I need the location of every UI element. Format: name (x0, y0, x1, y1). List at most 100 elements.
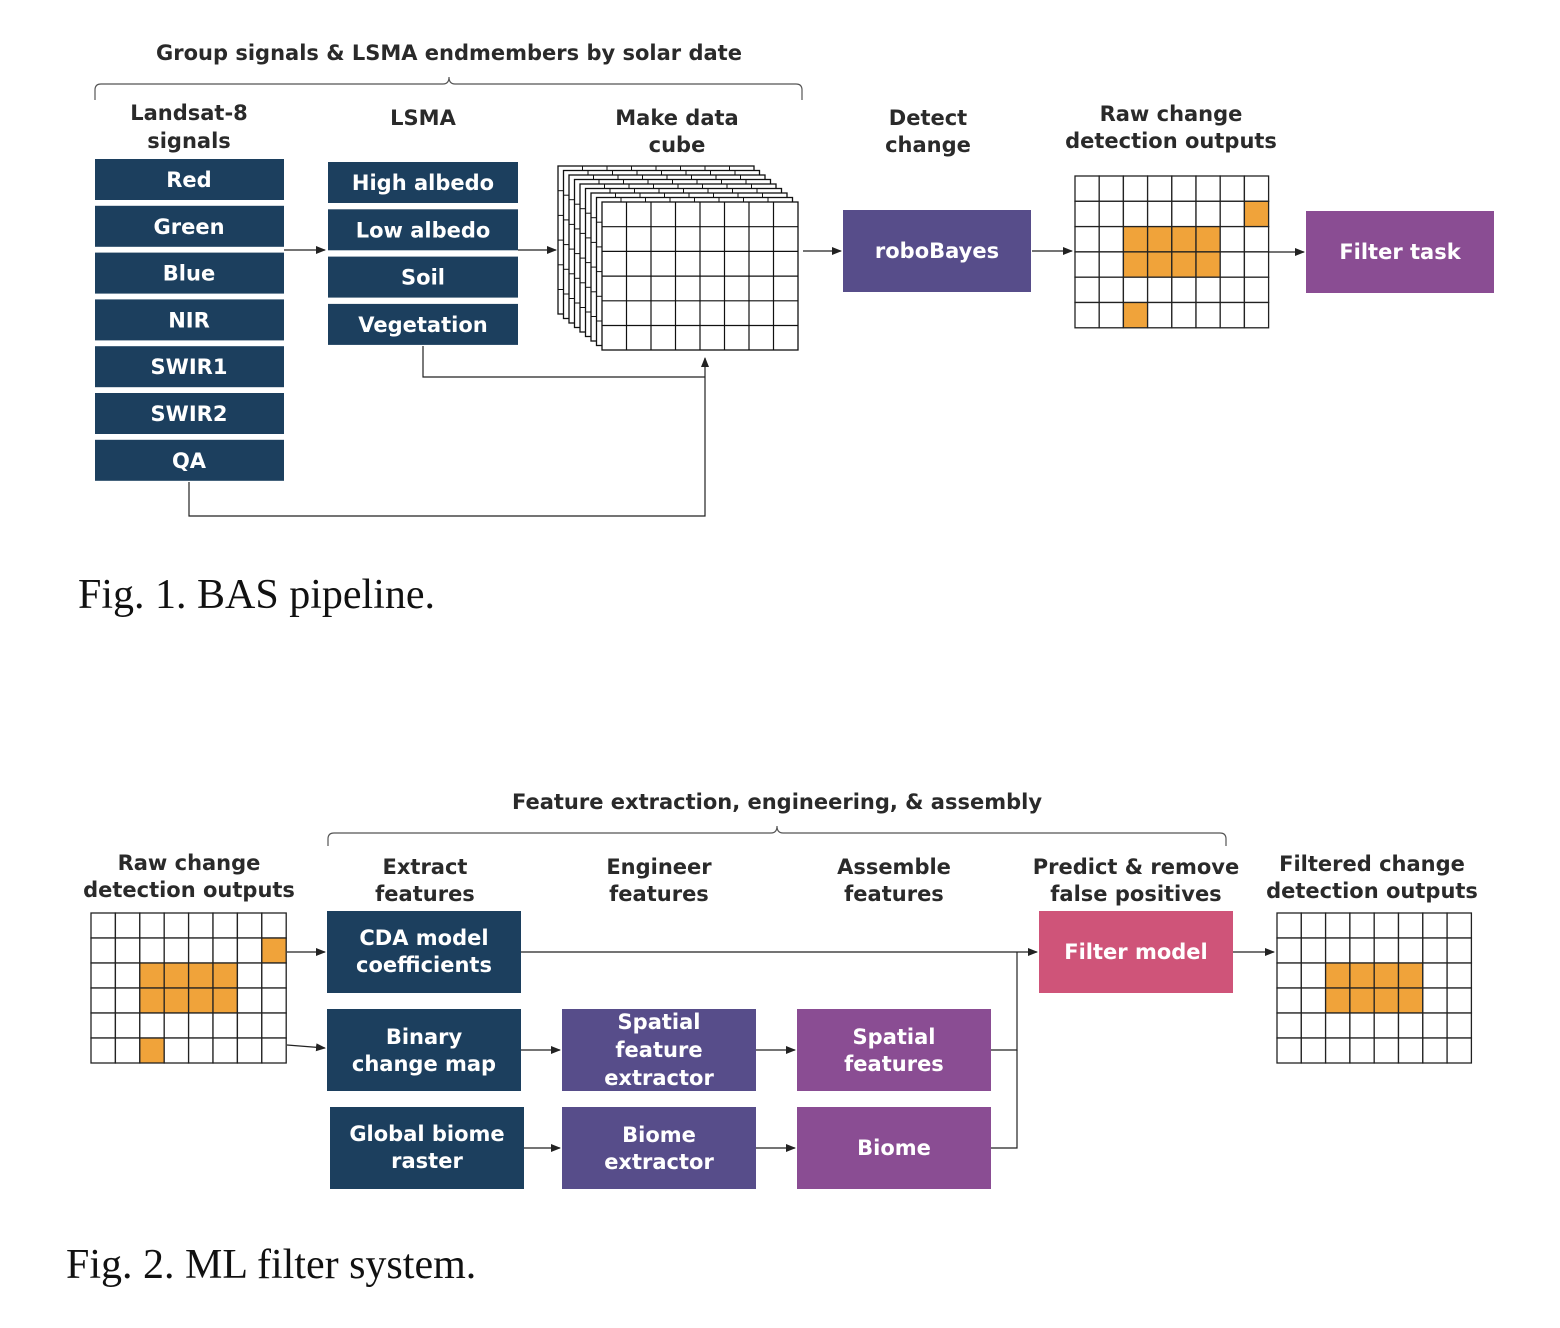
grid-cell (1276, 987, 1302, 1014)
grid-cell-changed (139, 987, 165, 1014)
grid-cell (1373, 912, 1400, 939)
grid-cell-changed (139, 1037, 165, 1064)
grid-cell (114, 912, 141, 939)
grid-cell (1397, 937, 1424, 964)
signal-label: QA (172, 449, 207, 473)
signal-box-red (95, 159, 284, 200)
signal-box-blue (95, 252, 284, 294)
grid-cell (1122, 276, 1149, 304)
grid-cell (1243, 225, 1270, 253)
spatial-feature-extractor-box (562, 1009, 756, 1091)
signal-label: Blue (163, 262, 215, 286)
grid-cell (1243, 175, 1270, 202)
grid-cell-changed (1171, 225, 1197, 253)
grid-cell (1195, 175, 1221, 202)
grid-cell (1300, 912, 1327, 939)
grid-cell (1098, 225, 1125, 253)
filter-task-box (1306, 211, 1494, 293)
grid-cell-changed (1397, 962, 1424, 989)
grid-cell (1300, 1012, 1327, 1039)
grid-cell-changed (1146, 251, 1173, 278)
grid-cell (1276, 1012, 1302, 1039)
grid-cell (90, 987, 117, 1014)
grid-cell-changed (1397, 987, 1424, 1014)
grid-cell (212, 1012, 239, 1039)
grid-cell (1422, 1012, 1448, 1039)
signal-label: Red (166, 168, 211, 192)
filter-model-box (1039, 911, 1233, 993)
grid-cell (261, 962, 287, 989)
grid-cell-changed (139, 962, 165, 989)
grid-cell (1074, 225, 1100, 253)
grid-cell (1446, 937, 1473, 964)
grid-cell (1349, 1012, 1375, 1039)
grid-cell (1324, 937, 1351, 964)
grid-cell (1422, 987, 1448, 1014)
grid-cell (1349, 912, 1375, 939)
grid-cell-changed (1122, 225, 1149, 253)
grid-cell (212, 1037, 239, 1064)
cda-box (327, 911, 521, 993)
grid-cell-changed (1324, 987, 1351, 1014)
grid-cell-changed (212, 962, 239, 989)
grid-cell-changed (163, 962, 190, 989)
grid-cell-changed (1195, 251, 1221, 278)
lsma-box-high-albedo (328, 162, 518, 203)
biome-box (797, 1107, 991, 1189)
grid-cell-changed (212, 987, 239, 1014)
lsma-label: High albedo (352, 171, 494, 195)
grid-cell (1300, 987, 1327, 1014)
grid-cell (139, 1012, 165, 1039)
grid-cell (163, 937, 190, 964)
grid-cell-changed (1122, 301, 1149, 329)
connector-qa-to-cube (188, 357, 709, 517)
grid-cell (1219, 200, 1246, 228)
grid-cell (261, 1012, 287, 1039)
grid-cell (114, 987, 141, 1014)
grid-cell (236, 987, 263, 1014)
robobayes-box (843, 210, 1031, 292)
binary-change-map-box (327, 1009, 521, 1091)
filtered-change-grid (1276, 912, 1473, 1064)
grid-cell (1219, 251, 1246, 278)
grid-cell (114, 962, 141, 989)
grid-cell (1324, 1037, 1351, 1064)
grid-cell (1446, 987, 1473, 1014)
raw-change-grid-fig2 (90, 912, 287, 1064)
grid-cell (1074, 175, 1100, 202)
grid-cell (236, 962, 263, 989)
grid-cell (1422, 1037, 1448, 1064)
grid-cell (1146, 276, 1173, 304)
grid-cell (90, 937, 117, 964)
biome-extractor-box (562, 1107, 756, 1189)
connector-spatial-features-to-filter (991, 952, 1018, 1051)
grid-cell (1195, 301, 1221, 329)
grid-cell (1397, 1012, 1424, 1039)
lsma-label: Soil (401, 266, 445, 290)
grid-cell (1276, 1037, 1302, 1064)
grid-cell (90, 1037, 117, 1064)
grid-cell (261, 987, 287, 1014)
grid-cell (1243, 276, 1270, 304)
grid-cell-changed (1171, 251, 1197, 278)
grid-cell-changed (187, 987, 214, 1014)
lsma-label: Vegetation (358, 313, 487, 337)
spatial-features-box (797, 1009, 991, 1091)
grid-cell (236, 912, 263, 939)
grid-cell-changed (1146, 225, 1173, 253)
grid-cell (1422, 937, 1448, 964)
grid-cell (1195, 200, 1221, 228)
fig1-caption: Fig. 1. BAS pipeline. (78, 572, 435, 618)
grid-cell-changed (1349, 962, 1375, 989)
signal-box-qa (95, 439, 284, 481)
grid-cell (1098, 276, 1125, 304)
grid-cell (1446, 1012, 1473, 1039)
